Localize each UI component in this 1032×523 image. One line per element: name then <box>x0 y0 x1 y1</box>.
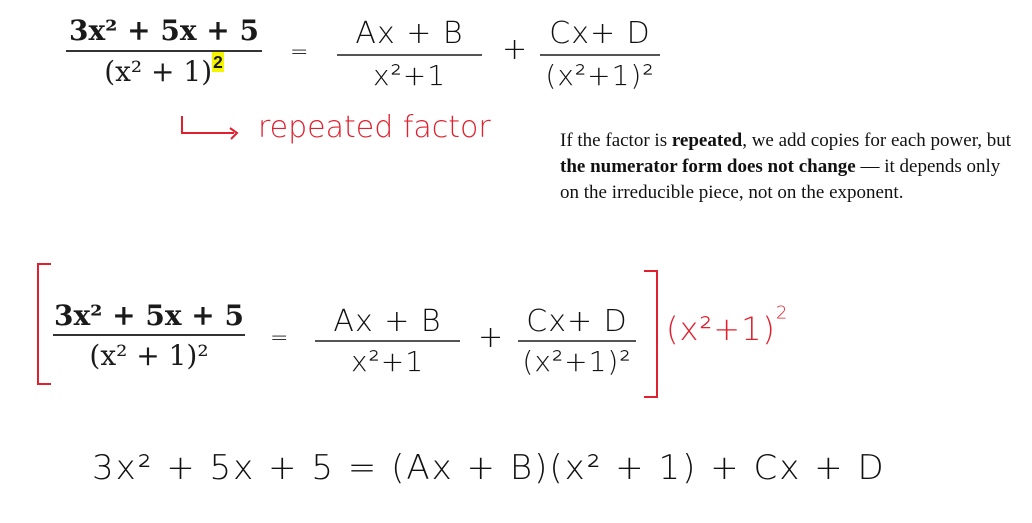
fraction-bar <box>337 54 482 56</box>
eq2-lhs-fraction: 3x² + 5x + 5 (x² + 1)² <box>53 299 245 372</box>
annotation-arrow-icon <box>180 114 242 140</box>
explanation-note: If the factor is repeated, we add copies… <box>560 130 1012 203</box>
eq1-equals: = <box>290 40 310 65</box>
eq1-lhs-numerator: 3x² + 5x + 5 <box>68 14 259 47</box>
eq2-term2-fraction: Cx+ D (x²+1)² <box>518 304 636 382</box>
eq1-term2-fraction: Cx+ D (x²+1)² <box>540 14 660 96</box>
eq1-lhs-denominator: (x² + 1)2 <box>104 52 224 88</box>
multiplier-factor: (x²+1)2 <box>666 302 789 348</box>
eq2-plus: + <box>478 320 505 355</box>
eq1-plus: + <box>502 32 529 67</box>
expanded-equation: 3x² + 5x + 5 = (Ax + B)(x² + 1) + Cx + D <box>92 448 886 488</box>
fraction-bar <box>540 54 660 56</box>
fraction-bar <box>518 340 636 342</box>
eq2-equals: = <box>270 326 290 351</box>
eq1-term1-fraction: Ax + B x²+1 <box>337 14 482 96</box>
fraction-bar <box>53 334 245 336</box>
fraction-bar <box>315 340 460 342</box>
eq2-term1-fraction: Ax + B x²+1 <box>315 304 460 382</box>
right-bracket-icon <box>644 270 658 398</box>
left-bracket-icon <box>37 263 51 385</box>
fraction-bar <box>66 50 262 52</box>
eq1-lhs-fraction: 3x² + 5x + 5 (x² + 1)2 <box>66 12 262 92</box>
highlighted-exponent: 2 <box>212 52 224 73</box>
repeated-factor-label: repeated factor <box>258 110 491 145</box>
